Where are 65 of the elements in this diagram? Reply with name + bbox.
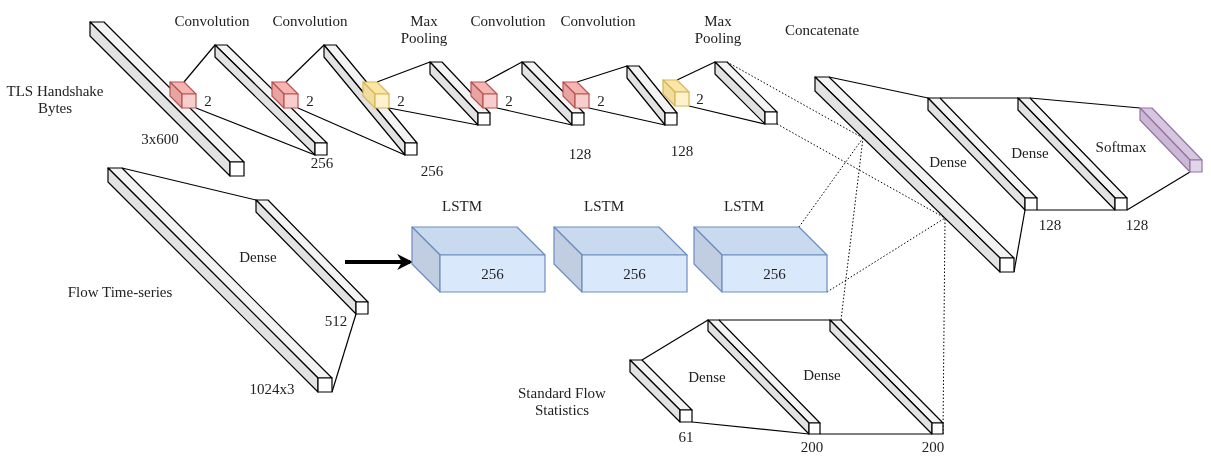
connector-line bbox=[484, 61, 523, 83]
connector-line bbox=[183, 44, 216, 83]
layer-size: 1024x3 bbox=[249, 381, 295, 399]
connector-line bbox=[688, 105, 766, 125]
layer-name: TLS Handshake Bytes bbox=[5, 82, 105, 118]
dotted-connector bbox=[798, 137, 864, 228]
layer-size: 200 bbox=[921, 439, 945, 457]
layer-size: 2 bbox=[204, 93, 212, 111]
layer-size: 128 bbox=[568, 146, 592, 164]
layer-size: 256 bbox=[310, 155, 334, 173]
connector-line bbox=[376, 61, 431, 83]
layer-size: 256 bbox=[420, 163, 444, 181]
layer-size: 128 bbox=[670, 143, 694, 161]
layer-size: 2 bbox=[696, 91, 704, 109]
layer-size: 128 bbox=[1038, 217, 1062, 235]
layer-name: Max Pooling bbox=[399, 12, 449, 48]
layer-size: 512 bbox=[324, 313, 348, 331]
connector-line bbox=[828, 76, 929, 99]
layer-name: Concatenate bbox=[784, 22, 860, 40]
connector-line bbox=[496, 107, 573, 126]
layer-name: Dense bbox=[1011, 145, 1049, 163]
layer-name: Convolution bbox=[470, 13, 546, 31]
layer-size: 256 bbox=[623, 265, 646, 282]
layer-name: Flow Time-series bbox=[67, 284, 173, 302]
layer-size: 3x600 bbox=[141, 131, 179, 149]
layer-size: 2 bbox=[597, 93, 605, 111]
layer-name: Convolution bbox=[272, 13, 348, 31]
connector-line bbox=[297, 107, 406, 156]
layer-name: LSTM bbox=[724, 198, 764, 216]
connector-line bbox=[1126, 171, 1191, 211]
connector-line bbox=[691, 421, 810, 435]
layer-size: 2 bbox=[505, 93, 513, 111]
connector-line bbox=[576, 65, 628, 83]
connector-line bbox=[1029, 97, 1141, 109]
layer-name: Convolution bbox=[174, 13, 250, 31]
layer-size: 256 bbox=[481, 265, 504, 282]
layer-size: 2 bbox=[397, 93, 405, 111]
layer-size: 256 bbox=[763, 265, 786, 282]
layer-name: Dense bbox=[929, 154, 967, 172]
layer-name: Dense bbox=[803, 367, 841, 385]
connector-line bbox=[195, 107, 316, 156]
connector-line bbox=[388, 107, 479, 126]
layer-name: Standard Flow Statistics bbox=[517, 384, 607, 420]
layer-size: 128 bbox=[1125, 217, 1149, 235]
connector-line bbox=[1036, 209, 1116, 211]
connector-line bbox=[285, 44, 325, 83]
connector-line bbox=[718, 319, 831, 321]
connector-line bbox=[819, 433, 933, 435]
layer-size: 61 bbox=[678, 429, 694, 447]
connector-line bbox=[641, 319, 709, 361]
dotted-connector bbox=[840, 137, 864, 321]
layer-name: LSTM bbox=[584, 198, 624, 216]
connector-line bbox=[939, 97, 1019, 99]
layer-size: 2 bbox=[306, 93, 314, 111]
layer-name: LSTM bbox=[442, 198, 482, 216]
layer-size: 200 bbox=[800, 439, 824, 457]
arrow bbox=[345, 254, 414, 270]
layer-name: Dense bbox=[239, 249, 277, 267]
layer-name: Dense bbox=[688, 369, 726, 387]
layer-name: Convolution bbox=[560, 13, 636, 31]
connector-line bbox=[588, 107, 666, 126]
layer-name: Max Pooling bbox=[693, 12, 743, 48]
layer-name: Softmax bbox=[1095, 139, 1147, 157]
connector-line bbox=[121, 167, 257, 201]
connector-line bbox=[676, 61, 716, 81]
